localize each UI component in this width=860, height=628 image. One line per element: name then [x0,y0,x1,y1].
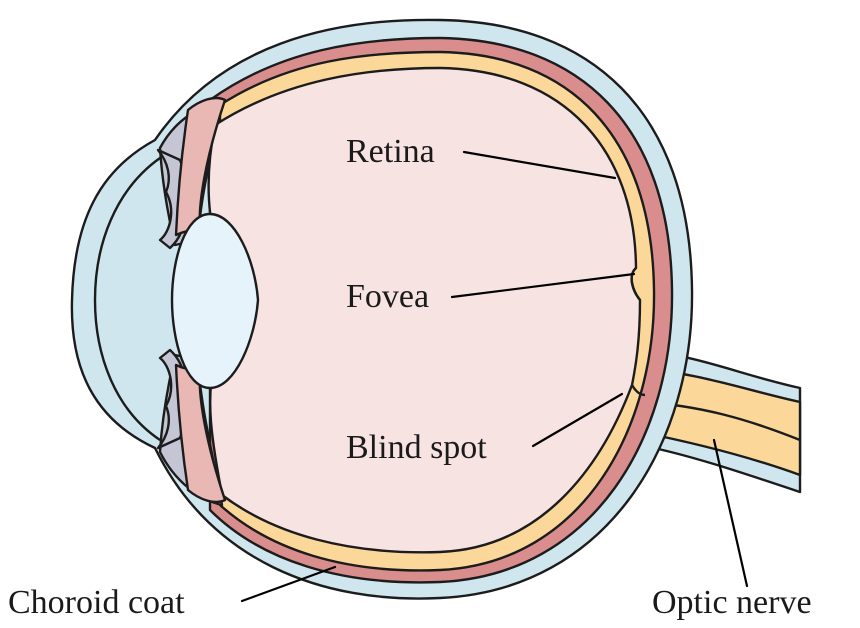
optic-nerve-label: Optic nerve [652,584,812,621]
retina-label: Retina [346,133,435,170]
blind-spot-label: Blind spot [346,429,487,466]
choroid-coat-label: Choroid coat [8,584,185,621]
fovea-label: Fovea [346,278,429,315]
